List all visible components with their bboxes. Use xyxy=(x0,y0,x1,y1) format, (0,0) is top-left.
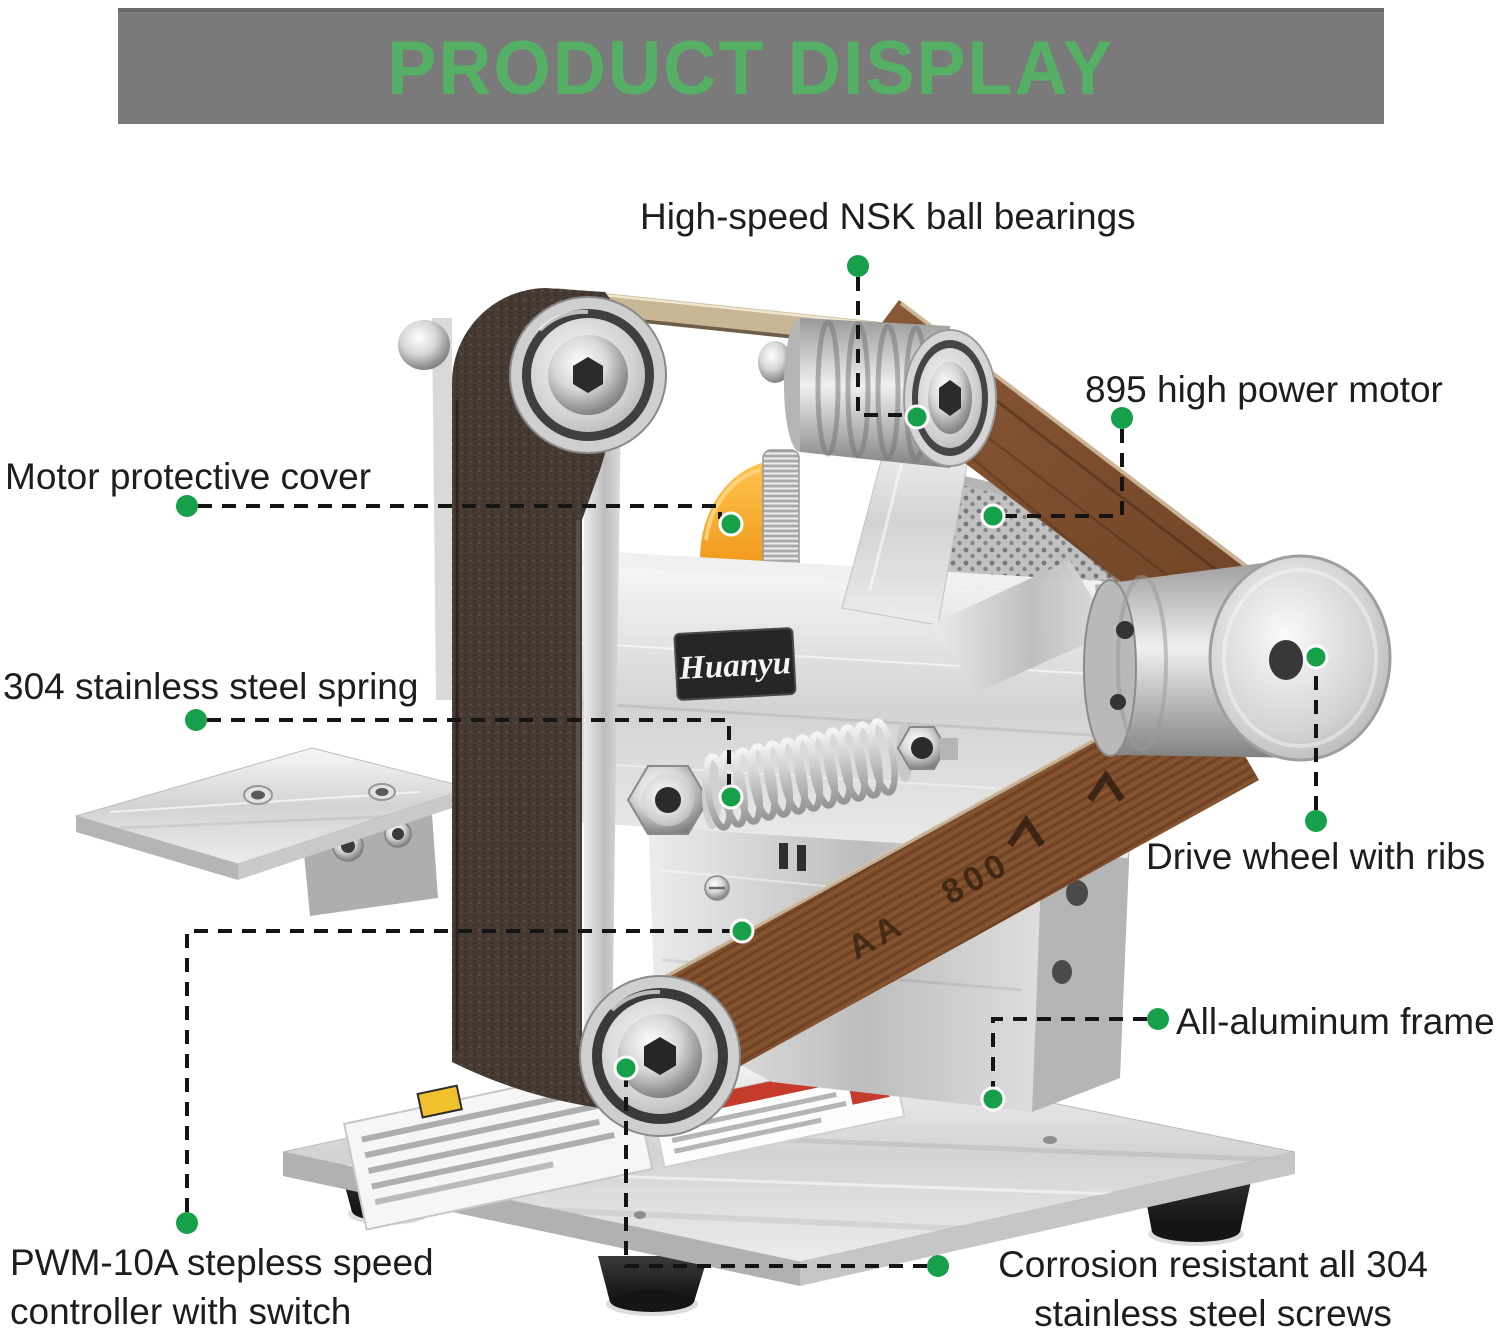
callout-controller: PWM-10A stepless speed controller with s… xyxy=(10,1238,434,1333)
dot-frame-target xyxy=(980,1086,1006,1112)
machine-photo: Huanyu xyxy=(74,288,1392,1316)
callout-bearings: High-speed NSK ball bearings xyxy=(640,192,1136,241)
dot-cover-label xyxy=(176,495,198,517)
banner-title: PRODUCT DISPLAY xyxy=(387,25,1115,111)
callout-spring-label: 304 stainless steel spring xyxy=(3,666,419,707)
leader-motor xyxy=(1004,429,1124,518)
dot-bearings-label xyxy=(847,255,869,277)
callout-cover-label: Motor protective cover xyxy=(5,456,372,497)
leader-frame xyxy=(991,1017,1147,1088)
tension-knob xyxy=(762,449,800,573)
sanding-belt-left-run xyxy=(451,288,640,1108)
dot-controller-label xyxy=(176,1212,198,1234)
callout-controller-line2: controller with switch xyxy=(10,1291,352,1332)
callout-drive-wheel: Drive wheel with ribs xyxy=(1146,832,1485,881)
left-arm xyxy=(398,318,622,1050)
dot-cover-target xyxy=(718,511,744,537)
banner: PRODUCT DISPLAY xyxy=(118,8,1384,124)
callout-screws: Corrosion resistant all 304 stainless st… xyxy=(977,1240,1449,1333)
callout-frame: All-aluminum frame xyxy=(1176,997,1495,1046)
callout-frame-label: All-aluminum frame xyxy=(1176,1001,1495,1042)
dot-drive-wheel-label xyxy=(1305,810,1327,832)
bearing-arm xyxy=(841,419,1112,692)
sanding-belt-lower-run: 800 AA xyxy=(639,680,1259,1090)
dot-drive-wheel-target xyxy=(1303,644,1329,670)
dot-spring-target xyxy=(718,784,744,810)
callout-screws-line2: stainless steel screws xyxy=(1034,1293,1392,1333)
callout-screws-line1: Corrosion resistant all 304 xyxy=(998,1244,1428,1285)
idler-wheel-bottom xyxy=(579,975,741,1137)
dot-motor-target xyxy=(980,503,1006,529)
dot-controller-target xyxy=(729,918,755,944)
leader-cover xyxy=(198,504,722,519)
brand-label: Huanyu xyxy=(673,627,797,701)
dot-screws-target xyxy=(613,1055,639,1081)
leader-bearings xyxy=(856,277,903,417)
spec-sticker xyxy=(343,1062,654,1231)
callout-motor: 895 high power motor xyxy=(1085,365,1443,414)
callout-cover: Motor protective cover xyxy=(5,452,371,501)
tension-spring xyxy=(626,718,958,835)
dot-motor-label xyxy=(1111,407,1133,429)
dot-frame-label xyxy=(1147,1008,1169,1030)
brand-label-text: Huanyu xyxy=(677,645,792,687)
drive-wheel xyxy=(1083,554,1392,762)
callout-bearings-label: High-speed NSK ball bearings xyxy=(640,196,1136,237)
dot-spring-label xyxy=(185,709,207,731)
callout-motor-label: 895 high power motor xyxy=(1085,369,1443,410)
work-table xyxy=(74,747,472,916)
callout-controller-line1: PWM-10A stepless speed xyxy=(10,1242,434,1283)
callout-drive-wheel-label: Drive wheel with ribs xyxy=(1146,836,1486,877)
bearing-stack xyxy=(758,318,997,468)
dot-bearings-target xyxy=(904,404,930,430)
leader-spring xyxy=(207,718,731,786)
dot-screws-label xyxy=(927,1255,949,1277)
idler-wheel-top-left xyxy=(509,296,667,454)
callout-spring: 304 stainless steel spring xyxy=(3,662,418,711)
callout-dots xyxy=(176,255,1329,1277)
leader-screws xyxy=(624,1080,927,1268)
callout-leader-lines xyxy=(185,277,1318,1268)
